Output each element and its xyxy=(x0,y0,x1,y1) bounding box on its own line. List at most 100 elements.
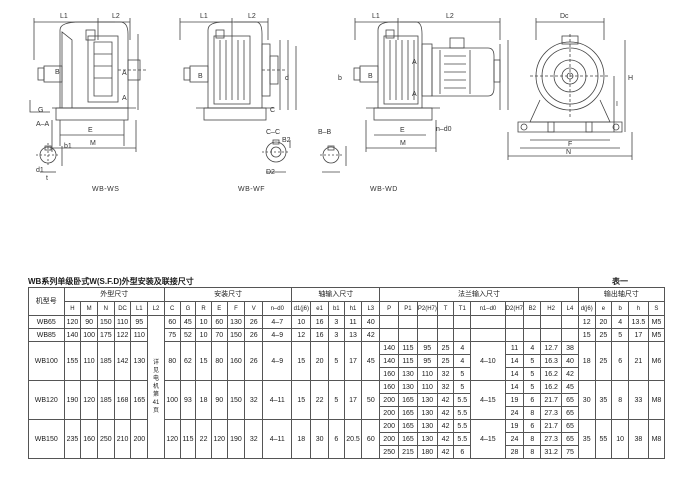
table-cell: 14 xyxy=(504,367,525,381)
table-cell: 130 xyxy=(398,380,418,394)
group-header: 输出轴尺寸 xyxy=(577,287,666,302)
l2-note-char: 第 xyxy=(153,392,160,398)
table-cell: 14 xyxy=(504,354,525,368)
svg-text:A: A xyxy=(122,70,127,77)
table-cell: 140 xyxy=(379,354,400,368)
column-header: h xyxy=(628,301,649,316)
table-cell: 24 xyxy=(504,406,525,420)
table-cell: 165 xyxy=(398,406,418,420)
table-cell: 200 xyxy=(379,393,400,407)
svg-text:M: M xyxy=(90,140,96,147)
table-cell: 65 xyxy=(561,406,579,420)
table-cell: 62 xyxy=(179,341,197,381)
svg-text:E: E xyxy=(400,127,405,134)
column-header: S xyxy=(647,301,666,316)
column-header: b1 xyxy=(327,301,345,316)
svg-text:F: F xyxy=(568,141,572,148)
caption-wd: WB-WD xyxy=(370,186,398,193)
table-cell: 16.3 xyxy=(540,354,563,368)
table-cell: 21.7 xyxy=(540,393,563,407)
table-cell: 115 xyxy=(398,354,418,368)
l2-note-char: 页 xyxy=(153,408,160,414)
model-name: WB65 xyxy=(28,315,65,329)
column-header: E xyxy=(210,301,228,316)
l2-note-char: 见 xyxy=(153,368,160,374)
table-cell: 26 xyxy=(244,315,264,329)
table-cell: 4–11 xyxy=(262,419,293,459)
model-name: WB150 xyxy=(28,419,65,459)
table-cell: 250 xyxy=(379,445,400,459)
table-cell: 110 xyxy=(80,341,98,381)
table-cell: 100 xyxy=(163,380,181,420)
column-header: n1–d0 xyxy=(470,301,506,316)
caption-wf: WB-WF xyxy=(238,186,265,193)
table-cell: 4 xyxy=(453,354,472,368)
table-cell: 130 xyxy=(130,341,149,381)
table-cell: 30 xyxy=(577,380,596,420)
table-cell: 20 xyxy=(594,315,613,329)
svg-text:E: E xyxy=(88,127,93,134)
table-cell xyxy=(540,315,563,329)
table-cell: 130 xyxy=(398,367,418,381)
table-cell: 30 xyxy=(310,419,329,459)
column-header: P xyxy=(379,301,400,316)
column-header: T1 xyxy=(453,301,472,316)
column-header: P2(H7) xyxy=(416,301,438,316)
table-cell: 16 xyxy=(310,328,329,342)
svg-text:A: A xyxy=(122,95,127,102)
table-cell: 4–15 xyxy=(470,419,506,459)
table-cell: 6 xyxy=(327,419,345,459)
table-cell: 6 xyxy=(611,341,629,381)
table-cell xyxy=(523,315,542,329)
table-cell: M6 xyxy=(647,341,666,381)
table-cell: 13.5 xyxy=(628,315,649,329)
table-cell: M5 xyxy=(647,328,666,342)
table-cell: 42 xyxy=(436,406,455,420)
column-header: N xyxy=(96,301,115,316)
table-cell: 155 xyxy=(63,341,82,381)
table-cell: 4–15 xyxy=(470,380,506,420)
table-cell: 15 xyxy=(195,341,212,381)
svg-text:B–B: B–B xyxy=(318,129,332,136)
table-cell: 26 xyxy=(244,341,264,381)
table-cell xyxy=(540,328,563,342)
table-cell: 12.7 xyxy=(540,341,563,355)
column-header: C xyxy=(163,301,181,316)
table-cell: 14 xyxy=(504,380,525,394)
svg-text:Dc: Dc xyxy=(560,13,569,20)
table-cell: 120 xyxy=(80,380,98,420)
table-cell: 110 xyxy=(416,367,438,381)
table-cell xyxy=(398,328,418,342)
table-cell: 17 xyxy=(343,380,363,420)
table-cell: 8 xyxy=(523,445,542,459)
column-header: F xyxy=(226,301,246,316)
table-cell: 6 xyxy=(523,419,542,433)
table-cell: 25 xyxy=(594,328,613,342)
column-header: P1 xyxy=(398,301,418,316)
table-cell: 165 xyxy=(398,419,418,433)
table-cell: 6 xyxy=(453,445,472,459)
column-header: R xyxy=(195,301,212,316)
table-cell: 5 xyxy=(523,367,542,381)
table-cell: M8 xyxy=(647,419,666,459)
table-cell: 93 xyxy=(179,380,197,420)
svg-text:A: A xyxy=(412,59,417,66)
table-cell: 5.5 xyxy=(453,406,472,420)
table-cell: 130 xyxy=(416,393,438,407)
table-cell: 16 xyxy=(310,315,329,329)
group-header: 外型尺寸 xyxy=(63,287,165,302)
svg-text:D2: D2 xyxy=(266,169,275,176)
table-cell: 110 xyxy=(130,328,149,342)
column-header: T xyxy=(436,301,455,316)
table-cell: 40 xyxy=(361,315,381,329)
column-header: e1 xyxy=(310,301,329,316)
column-header: V xyxy=(244,301,264,316)
table-cell: 26 xyxy=(244,328,264,342)
table-cell: 45 xyxy=(361,341,381,381)
svg-text:L1: L1 xyxy=(200,13,208,20)
table-cell: 15 xyxy=(291,341,312,381)
